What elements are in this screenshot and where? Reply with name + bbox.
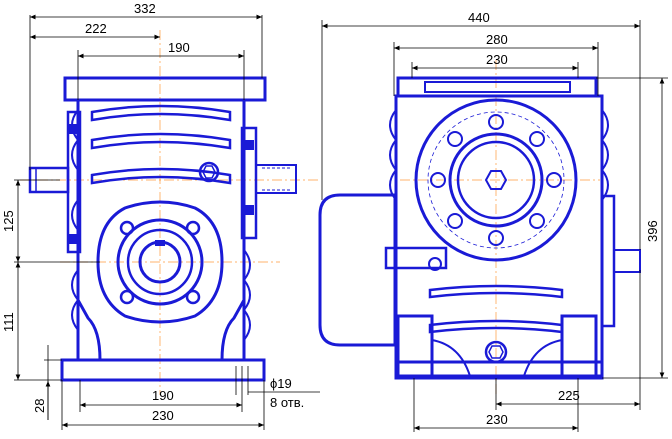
dim-230-top: 230 [486,52,508,67]
dim-225: 225 [558,388,580,403]
dim-396: 396 [645,220,660,242]
dim-hole-diameter: ϕ19 [270,376,292,391]
dim-111: 111 [1,312,16,332]
dim-190-top: 190 [168,40,190,55]
dim-280: 280 [486,32,508,47]
dim-230-right: 230 [486,412,508,427]
left-view: 332 222 190 125 111 28 190 230 ϕ19 [1,1,320,430]
right-view: 440 280 230 396 225 230 [318,10,668,432]
dim-230-left: 230 [152,408,174,423]
dim-332: 332 [134,1,156,16]
dim-222: 222 [85,21,107,36]
dim-190-bottom: 190 [152,388,174,403]
dim-hole-count: 8 отв. [270,395,304,410]
dim-28: 28 [32,399,47,413]
dim-440: 440 [468,10,490,25]
dim-125: 125 [1,210,16,232]
